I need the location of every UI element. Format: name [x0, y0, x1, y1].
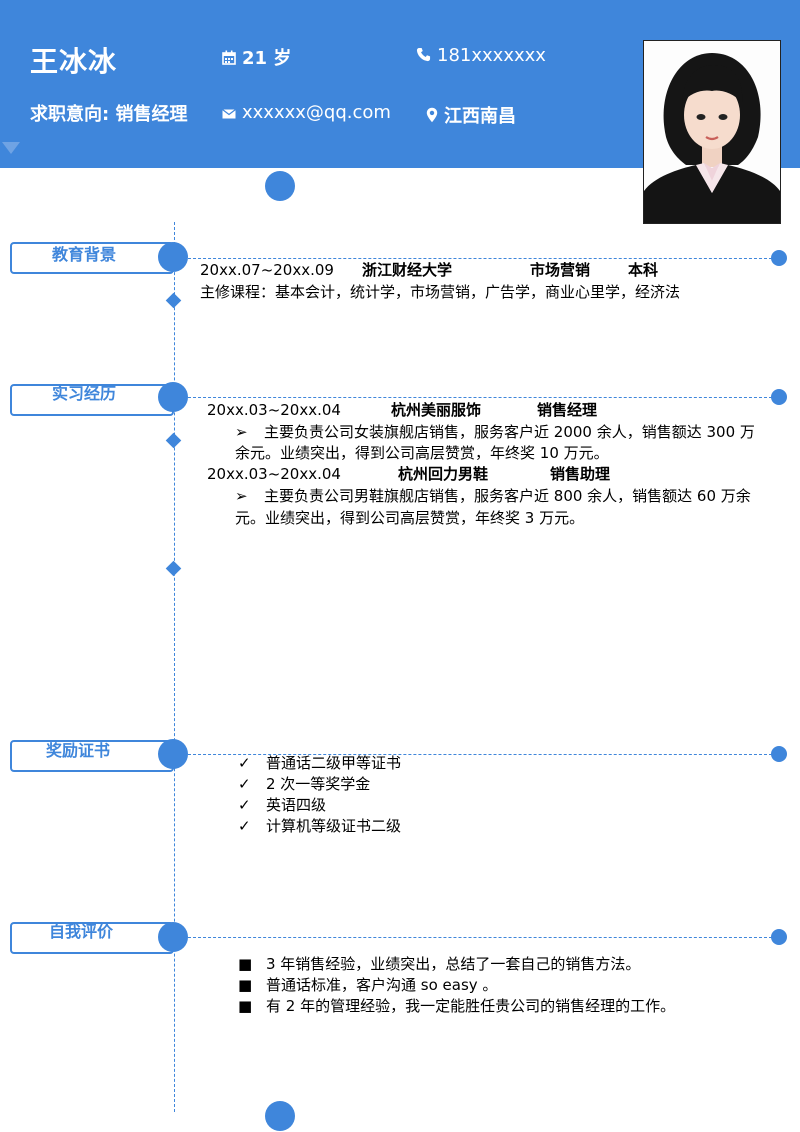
section-divider	[188, 937, 772, 938]
header-triangle-decoration	[2, 142, 20, 154]
education-degree: 本科	[628, 261, 659, 279]
timeline-line	[174, 222, 175, 1112]
section-title-awards: 奖励证书	[46, 741, 111, 760]
location-line: 江西南昌	[426, 102, 516, 128]
section-divider-end-dot	[771, 929, 787, 945]
check-icon: ✓	[238, 775, 251, 793]
section-divider	[188, 397, 772, 398]
section-dot	[158, 922, 188, 952]
award-item: 英语四级	[266, 796, 327, 814]
arrow-bullet: ➢	[235, 487, 248, 505]
internship-desc-line2: 余元。业绩突出，得到公司高层赞赏，年终奖 10 万元。	[235, 444, 609, 462]
calendar-icon	[222, 49, 236, 70]
phone-line: 181xxxxxxx	[416, 45, 546, 67]
age-value: 21 岁	[242, 48, 292, 69]
timeline-top-dot	[265, 171, 295, 201]
self-eval-item: 有 2 年的管理经验，我一定能胜任贵公司的销售经理的工作。	[266, 997, 676, 1015]
check-icon: ✓	[238, 754, 251, 772]
internship-period: 20xx.03~20xx.04	[207, 465, 341, 483]
section-title-self-eval: 自我评价	[49, 922, 114, 941]
section-title-education: 教育背景	[52, 245, 117, 264]
timeline-bottom-dot	[265, 1101, 295, 1131]
internship-desc-line1: 主要负责公司女装旗舰店销售，服务客户近 2000 余人，销售额达 300 万	[264, 423, 755, 441]
phone-icon	[416, 46, 431, 67]
profile-photo	[643, 40, 781, 224]
section-divider	[188, 754, 772, 755]
section-dot	[158, 242, 188, 272]
section-tab-internship	[10, 384, 174, 416]
education-period: 20xx.07~20xx.09	[200, 261, 334, 279]
internship-role: 销售助理	[550, 465, 611, 483]
email-line: xxxxxx@qq.com	[222, 102, 391, 124]
timeline-diamond	[165, 292, 182, 309]
self-eval-item: 3 年销售经验，业绩突出，总结了一套自己的销售方法。	[266, 955, 641, 973]
map-pin-icon	[426, 107, 438, 128]
award-item: 计算机等级证书二级	[266, 817, 402, 835]
section-dot	[158, 382, 188, 412]
section-divider-end-dot	[771, 250, 787, 266]
section-dot	[158, 739, 188, 769]
check-icon: ✓	[238, 817, 251, 835]
phone-value: 181xxxxxxx	[437, 45, 546, 66]
job-intent: 求职意向: 销售经理	[30, 104, 188, 125]
timeline-diamond	[165, 432, 182, 449]
education-major: 市场营销	[530, 261, 591, 279]
internship-desc-line2: 元。业绩突出，得到公司高层赞赏，年终奖 3 万元。	[235, 509, 585, 527]
candidate-name: 王冰冰	[30, 45, 118, 78]
section-divider	[188, 258, 772, 259]
section-tab-self-eval	[10, 922, 174, 954]
arrow-bullet: ➢	[235, 423, 248, 441]
envelope-icon	[222, 103, 236, 124]
award-item: 普通话二级甲等证书	[266, 754, 402, 772]
award-item: 2 次一等奖学金	[266, 775, 371, 793]
timeline-diamond	[165, 560, 182, 577]
education-courses: 主修课程：基本会计，统计学，市场营销，广告学，商业心里学，经济法	[200, 283, 681, 301]
location-value: 江西南昌	[444, 106, 516, 127]
internship-role: 销售经理	[537, 401, 598, 419]
check-icon: ✓	[238, 796, 251, 814]
internship-company: 杭州回力男鞋	[398, 465, 489, 483]
self-eval-item: 普通话标准，客户沟通 so easy 。	[266, 976, 498, 994]
section-divider-end-dot	[771, 389, 787, 405]
internship-desc-line1: 主要负责公司男鞋旗舰店销售，服务客户近 800 余人，销售额达 60 万余	[264, 487, 751, 505]
section-divider-end-dot	[771, 746, 787, 762]
section-title-internship: 实习经历	[52, 384, 117, 403]
square-bullet: ■	[238, 976, 253, 994]
email-value: xxxxxx@qq.com	[242, 102, 391, 123]
internship-period: 20xx.03~20xx.04	[207, 401, 341, 419]
age-line: 21 岁	[222, 44, 291, 70]
section-tab-awards	[10, 740, 174, 772]
square-bullet: ■	[238, 997, 253, 1015]
section-tab-education	[10, 242, 174, 274]
education-school: 浙江财经大学	[362, 261, 453, 279]
square-bullet: ■	[238, 955, 253, 973]
internship-company: 杭州美丽服饰	[391, 401, 482, 419]
